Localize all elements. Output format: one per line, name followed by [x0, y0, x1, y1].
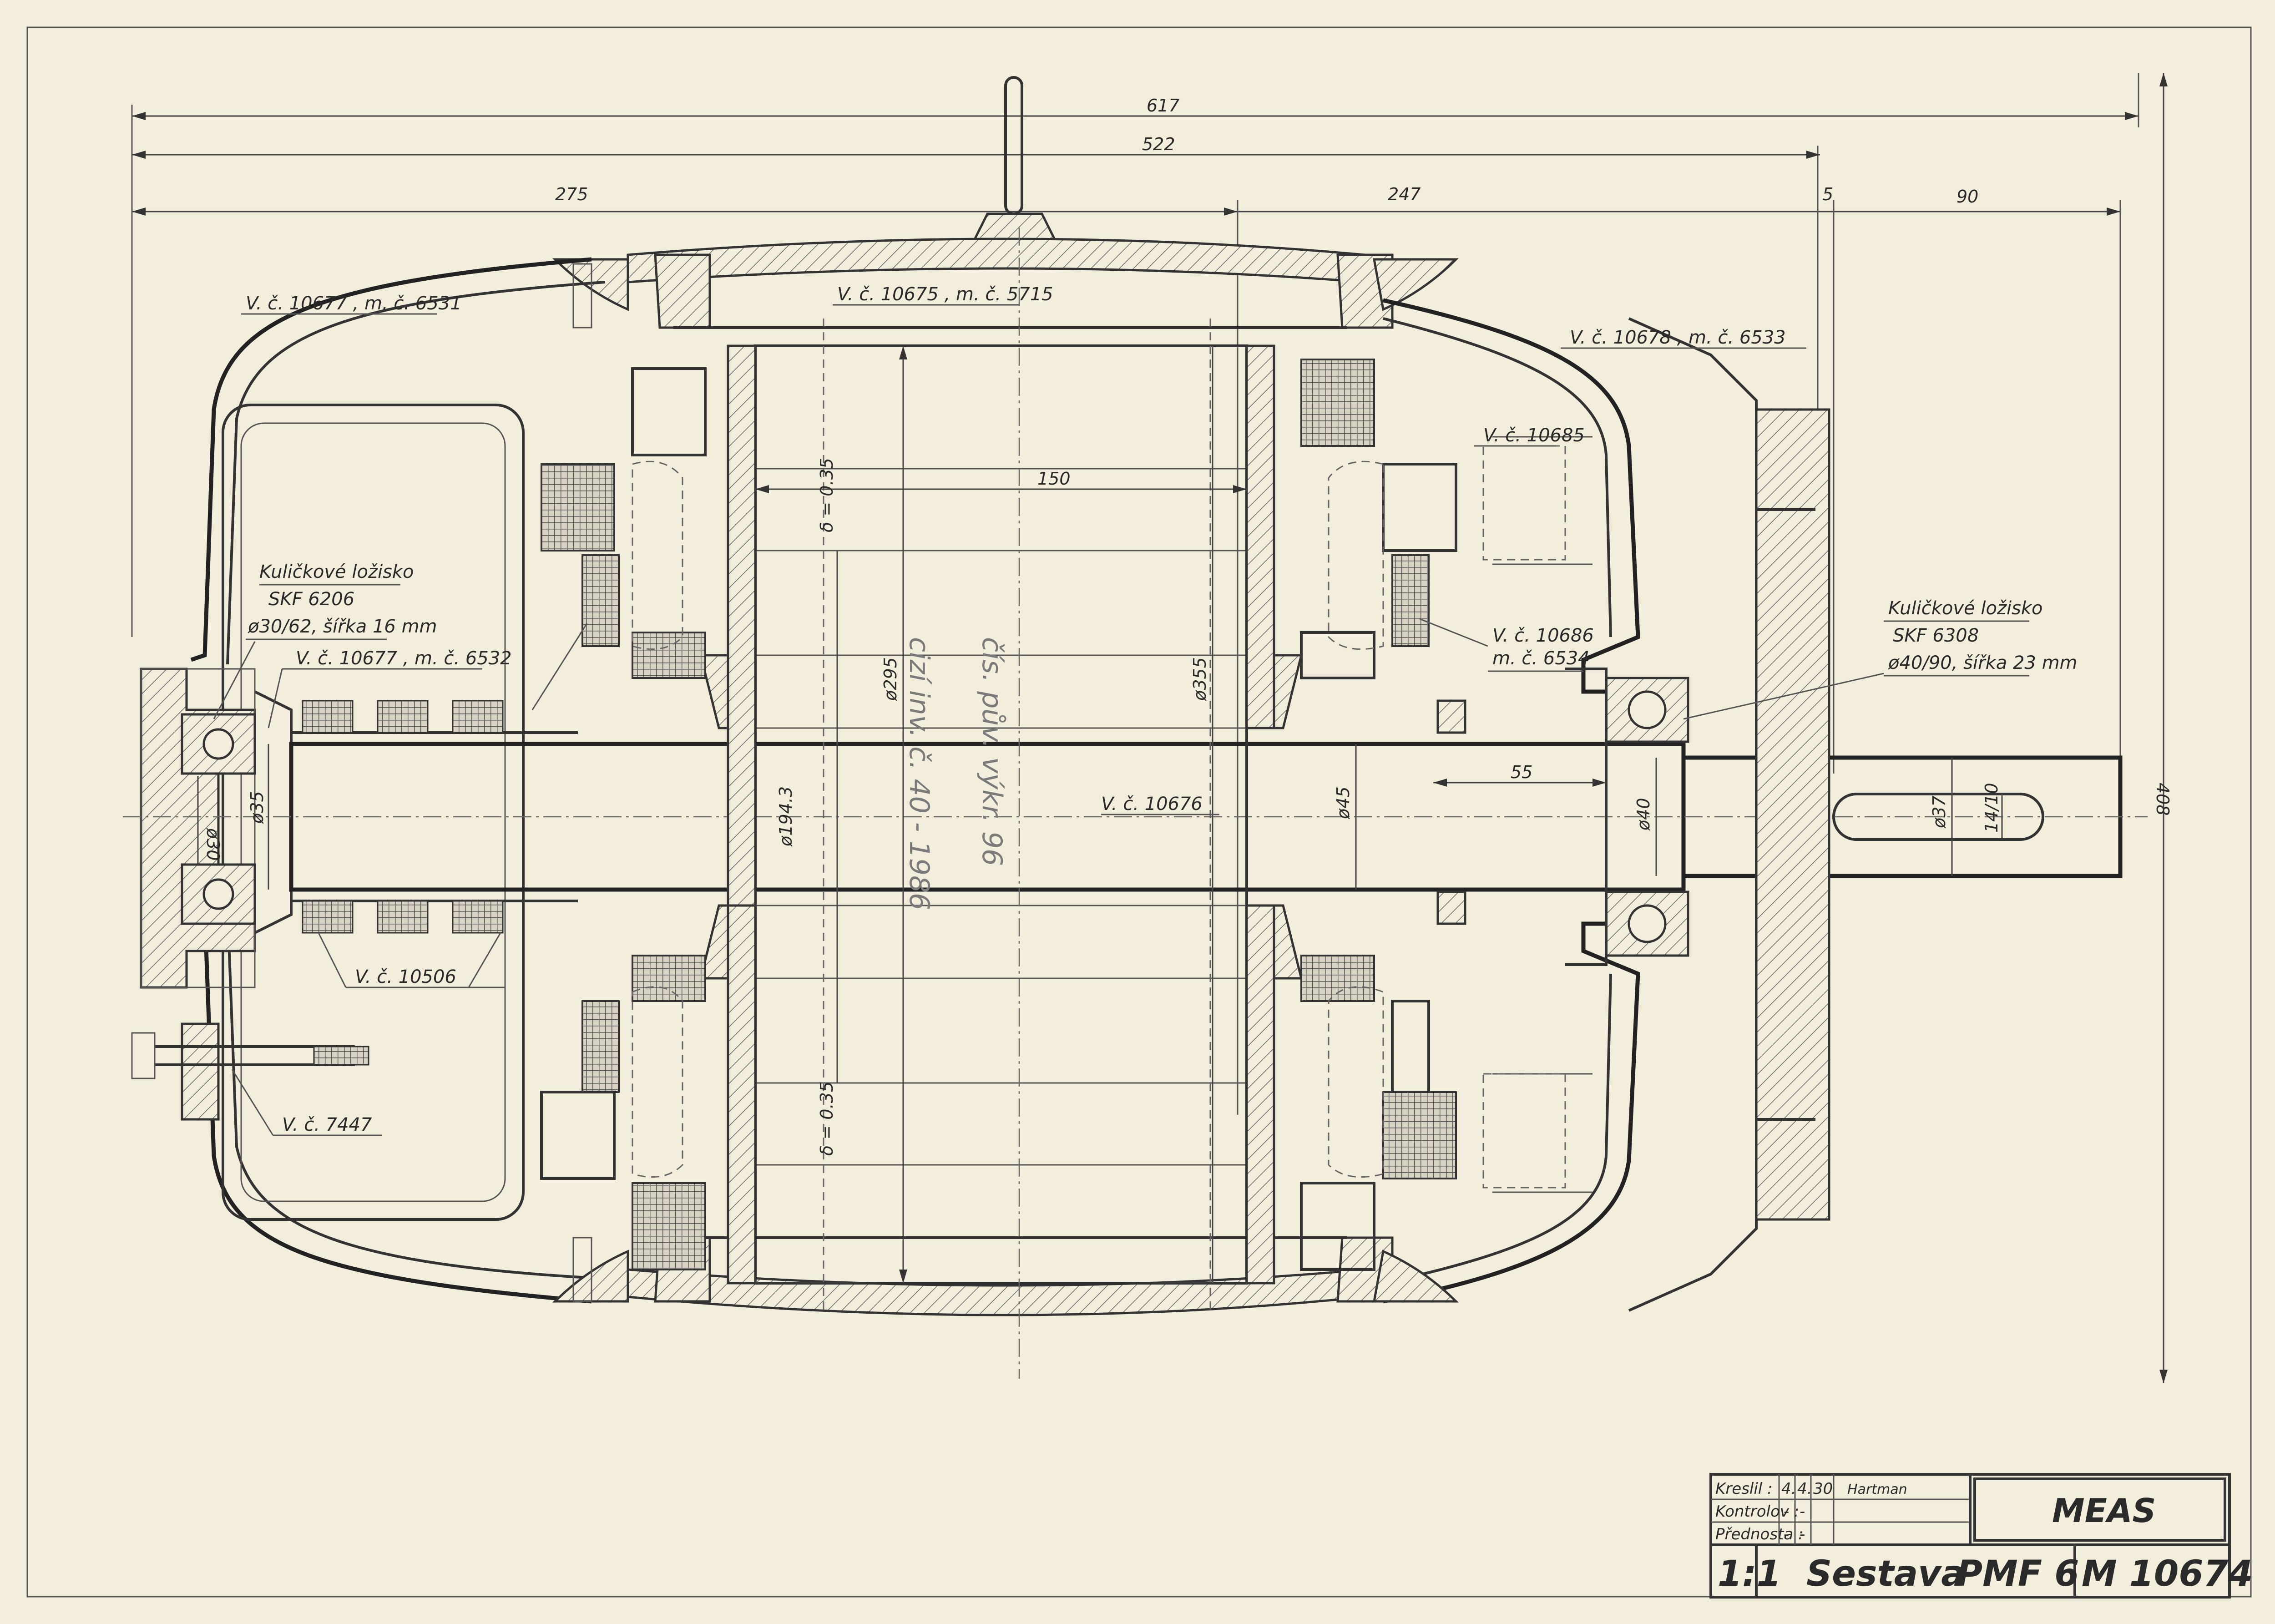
dim-shaft-45: ø45: [1333, 786, 1353, 820]
label-frame: V. č. 10675 , m. č. 5715: [837, 284, 1053, 305]
right-bearing: [1565, 668, 1689, 966]
dim-height: 408: [2153, 783, 2173, 816]
label-part-10506: V. č. 10506: [355, 966, 456, 987]
label-bearing-right-title: Kuličkové ložisko: [1888, 598, 2043, 619]
top-dimensions: 617 522 275 247 5 90: [131, 73, 2139, 1115]
pencil-notes: čís. pův. výkr. 96 cizí inv. č. 40 - 198…: [903, 637, 1008, 910]
tb-row1-day: 4.: [1781, 1480, 1796, 1498]
tb-row3-v2: -: [1800, 1525, 1805, 1543]
stator-rotor-core: [699, 344, 1303, 1285]
label-bearing-right-type: SKF 6308: [1893, 625, 1979, 646]
shaft: [123, 700, 2148, 934]
label-shaft: V. č. 10676: [1101, 794, 1203, 815]
dim-key-width: 14/10: [1982, 783, 2002, 833]
label-end-shield-left: V. č. 10677 , m. č. 6531: [246, 293, 462, 314]
tb-scale: 1:1: [1718, 1553, 1781, 1594]
tb-row1-month: 4.: [1797, 1480, 1812, 1498]
label-part-7447: V. č. 7447: [282, 1114, 372, 1135]
dim-gap: 5: [1822, 184, 1833, 204]
pencil-note-1: čís. pův. výkr. 96: [976, 637, 1008, 866]
dim-left-part: 275: [555, 184, 588, 204]
label-bearing-left-title: Kuličkové ložisko: [259, 562, 414, 582]
tb-row1-label: Kreslil :: [1715, 1480, 1773, 1498]
tb-row1-signature: Hartman: [1847, 1482, 1907, 1498]
dim-stator-length: 150: [1037, 469, 1071, 489]
dim-stator-bore: ø295: [880, 657, 900, 701]
label-part-10686-a: V. č. 10686: [1492, 625, 1594, 646]
lifting-eye: [971, 76, 1058, 243]
internal-dimensions: 150 δ = 0.35 δ = 0.35 ø295 ø355 ø194.3 ø…: [197, 346, 2003, 1283]
tb-row3-v1: -: [1784, 1525, 1789, 1543]
dim-right-part: 247: [1388, 184, 1421, 204]
right-end-shield: [1373, 258, 1830, 1312]
tb-row3-label: Přednosta :: [1715, 1525, 1803, 1543]
frame-housing: [627, 238, 1394, 1316]
dim-stator-outer: ø355: [1190, 657, 1210, 701]
height-dimension: 408: [2153, 73, 2173, 1383]
tb-row1-year: 30: [1813, 1480, 1833, 1498]
dim-shaft-end-dia: ø37: [1929, 795, 1949, 829]
tb-product: PMF 6: [1956, 1553, 2079, 1594]
label-bearing-left-size: ø30/62, šířka 16 mm: [248, 616, 437, 637]
dim-shaft-end: 90: [1956, 187, 1978, 207]
part-labels: V. č. 10677 , m. č. 6531 V. č. 10675 , m…: [213, 284, 2078, 1136]
label-bearing-right-size: ø40/90, šířka 23 mm: [1888, 653, 2078, 673]
label-part-10686-b: m. č. 6534: [1492, 648, 1590, 669]
tb-row2-label: Kontrolov :: [1715, 1503, 1799, 1521]
tb-row2-v1: -: [1784, 1503, 1789, 1521]
dim-shaft-30: ø30: [203, 828, 223, 861]
tb-company: MEAS: [2052, 1492, 2156, 1530]
label-end-shield-right: V. č. 10678 , m. č. 6533: [1570, 327, 1786, 348]
left-end-shield: [190, 257, 629, 1304]
label-part-10685: V. č. 10685: [1483, 425, 1585, 446]
dim-rotor-dia: ø194.3: [776, 786, 796, 847]
tb-drawing-no: M 10674: [2082, 1553, 2253, 1594]
winding-left: [540, 367, 707, 1270]
label-bearing-left-type: SKF 6206: [268, 589, 354, 610]
label-bearing-cover-left: V. č. 10677 , m. č. 6532: [296, 648, 512, 669]
dim-overall-length: 617: [1147, 96, 1180, 116]
dim-shaft-40: ø40: [1633, 798, 1653, 831]
winding-right: [1300, 359, 1466, 1271]
pencil-note-2: cizí inv. č. 40 - 1986: [903, 637, 935, 910]
dim-bearing-seat: 55: [1511, 762, 1532, 782]
dim-airgap-top: δ = 0.35: [817, 458, 837, 532]
dim-shaft-35: ø35: [247, 791, 267, 824]
title-block: Kreslil : 4. 4. 30 Hartman Kontrolov : -…: [1709, 1473, 2253, 1599]
dim-body-length: 522: [1142, 134, 1175, 154]
tb-title-word: Sestava: [1806, 1553, 1965, 1594]
drawing-border: [26, 26, 2252, 1598]
tb-row2-v2: -: [1800, 1503, 1805, 1521]
dim-airgap-bottom: δ = 0.35: [817, 1081, 837, 1156]
